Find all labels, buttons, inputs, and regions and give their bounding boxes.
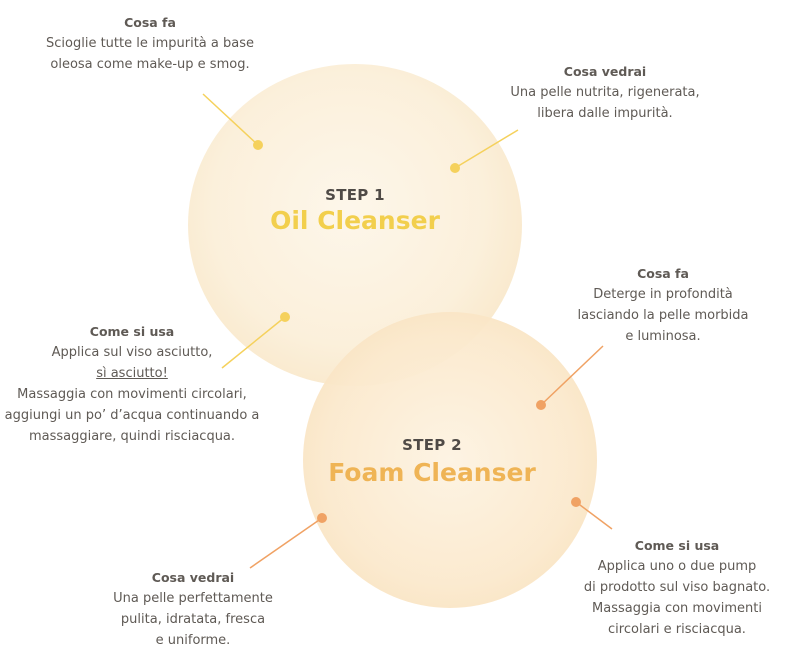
note-line: massaggiare, quindi risciacqua. (28, 429, 236, 444)
leader-line-foam-cosa-fa (540, 345, 604, 406)
leader-line-foam-come-si-usa (575, 501, 613, 530)
marker-dot-oil-cosa-fa (253, 140, 263, 150)
leader-line-foam-cosa-vedrai (249, 517, 323, 569)
note-line: Scioglie tutte le impurità a base (46, 36, 254, 51)
note-line: Massaggia con movimenti circolari, (17, 387, 247, 402)
note-oil-cosa-vedrai: Cosa vedrai Una pelle nutrita, rigenerat… (485, 61, 725, 124)
note-heading: Cosa fa (637, 266, 689, 281)
note-foam-cosa-fa: Cosa fa Deterge in profondità lasciando … (553, 263, 773, 347)
note-heading: Come si usa (634, 538, 720, 553)
note-oil-come-si-usa: Come si usa Applica sul viso asciutto, s… (0, 321, 264, 447)
marker-dot-foam-cosa-vedrai (317, 513, 327, 523)
note-line: Applica sul viso asciutto, (51, 345, 213, 360)
note-line: di prodotto sul viso bagnato. (583, 580, 771, 595)
marker-dot-oil-come-si-usa (280, 312, 290, 322)
note-line: e uniforme. (155, 633, 231, 648)
step-1-heading: STEP 1 Oil Cleanser (230, 186, 480, 235)
note-foam-come-si-usa: Come si usa Applica uno o due pump di pr… (562, 535, 792, 640)
note-line: lasciando la pelle morbida (577, 308, 749, 323)
note-line: Una pelle nutrita, rigenerata, (510, 85, 700, 100)
note-line: Applica uno o due pump (597, 559, 757, 574)
note-heading: Cosa fa (124, 15, 176, 30)
note-line: Una pelle perfettamente (113, 591, 273, 606)
note-underlined-line: sì asciutto! (96, 366, 168, 381)
note-line: aggiungi un po’ d’acqua continuando a (4, 408, 260, 423)
note-heading: Cosa vedrai (151, 570, 235, 585)
step-1-title: Oil Cleanser (270, 206, 440, 235)
note-heading: Come si usa (89, 324, 175, 339)
note-line: Deterge in profondità (593, 287, 733, 302)
leader-line-oil-come-si-usa (221, 316, 286, 369)
note-line: e luminosa. (625, 329, 701, 344)
note-line: libera dalle impurità. (537, 106, 673, 121)
note-line: circolari e risciacqua. (608, 622, 746, 637)
leader-line-oil-cosa-vedrai (454, 129, 519, 169)
step-1-label: STEP 1 (325, 186, 385, 204)
foam-cleanser-watercolor-circle (303, 312, 597, 608)
step-2-title: Foam Cleanser (328, 458, 536, 487)
note-line: pulita, idratata, fresca (120, 612, 266, 627)
marker-dot-foam-cosa-fa (536, 400, 546, 410)
note-oil-cosa-fa: Cosa fa Scioglie tutte le impurità a bas… (15, 12, 285, 75)
step-2-heading: STEP 2 Foam Cleanser (300, 436, 564, 487)
leader-line-oil-cosa-fa (202, 93, 259, 146)
note-line: Massaggia con movimenti (592, 601, 762, 616)
marker-dot-foam-come-si-usa (571, 497, 581, 507)
note-heading: Cosa vedrai (563, 64, 647, 79)
marker-dot-oil-cosa-vedrai (450, 163, 460, 173)
note-foam-cosa-vedrai: Cosa vedrai Una pelle perfettamente puli… (88, 567, 298, 651)
step-2-label: STEP 2 (402, 436, 462, 454)
note-line: oleosa come make-up e smog. (50, 57, 250, 72)
